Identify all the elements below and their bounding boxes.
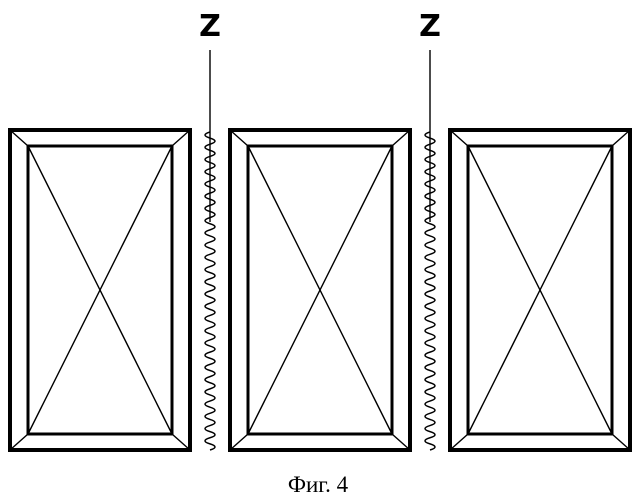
z-label-2: Z <box>419 9 441 44</box>
block-1 <box>10 130 190 450</box>
figure-caption: Фиг. 4 <box>288 472 349 497</box>
block-2 <box>230 130 410 450</box>
z-label-1: Z <box>199 9 221 44</box>
block-3 <box>450 130 630 450</box>
